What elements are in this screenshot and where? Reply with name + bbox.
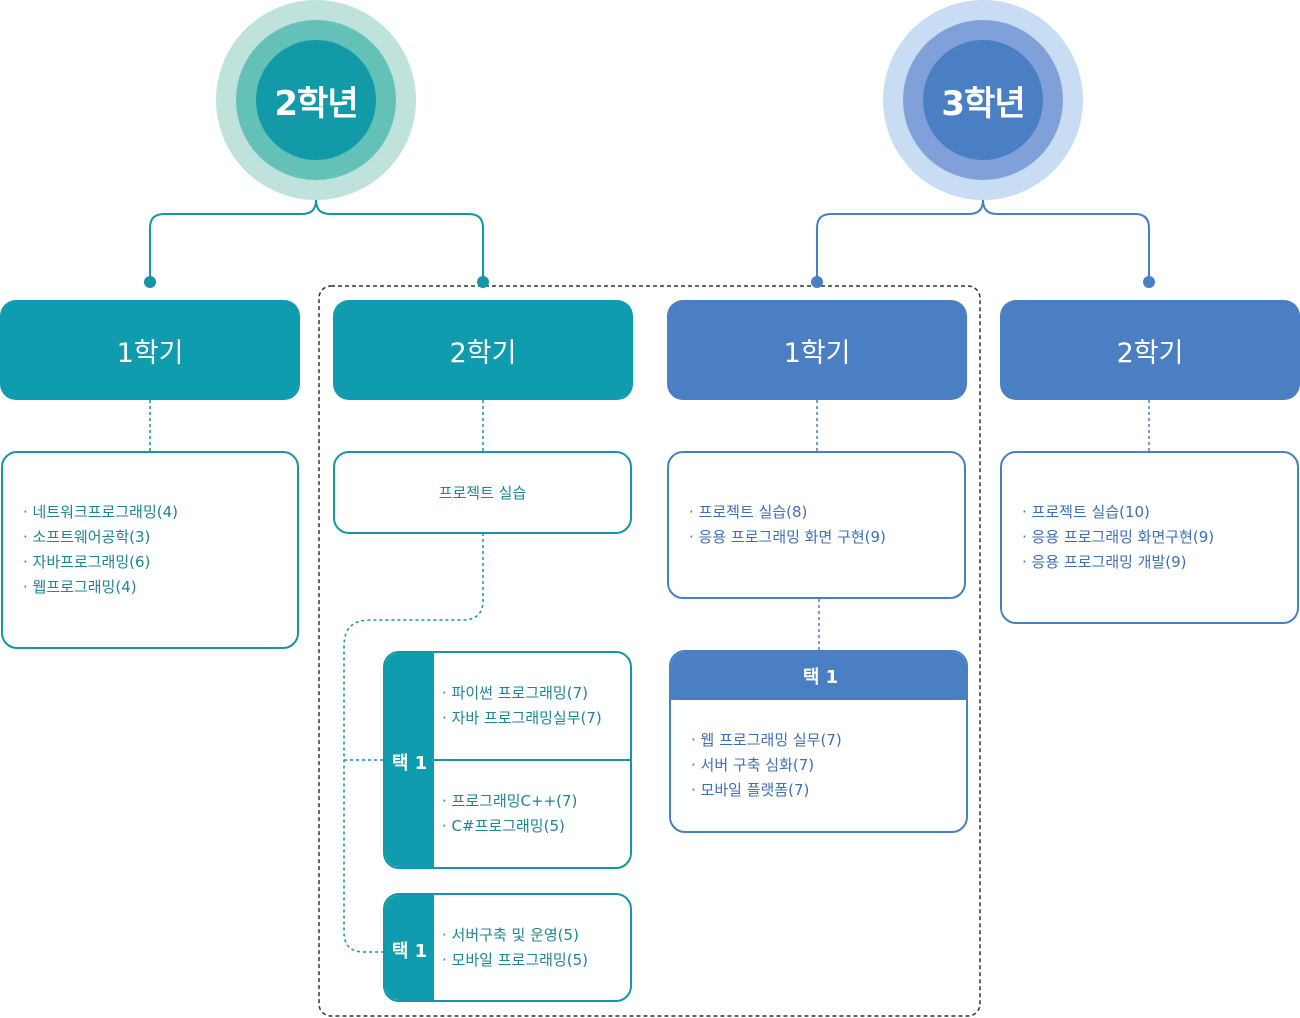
year3-sem1-course-box: 프로젝트 실습(8) 응용 프로그래밍 화면 구현(9) <box>667 451 966 599</box>
elective-tag: 택 1 <box>385 895 434 1000</box>
list-item: 프로그래밍C++(7) <box>442 789 578 814</box>
year3-sem2-dot <box>1143 276 1155 288</box>
list-item: 소프트웨어공학(3) <box>23 525 178 550</box>
y2s2-elective-connector <box>343 533 484 953</box>
year3-branch-line <box>816 160 1150 282</box>
elective-tag: 택 1 <box>671 652 966 700</box>
list-item: 서버 구축 심화(7) <box>691 753 842 778</box>
year2-sem1-dot <box>144 276 156 288</box>
list-item: 프로젝트 실습(8) <box>689 500 886 525</box>
list-item: 네트워크프로그래밍(4) <box>23 500 178 525</box>
year2-sem2-dot <box>477 276 489 288</box>
list-item: 응용 프로그래밍 화면 구현(9) <box>689 525 886 550</box>
list-item: 자바프로그래밍(6) <box>23 550 178 575</box>
year2-sem1-course-list: 네트워크프로그래밍(4) 소프트웨어공학(3) 자바프로그래밍(6) 웹프로그래… <box>3 500 178 600</box>
year3-sem1-header: 1학기 <box>667 300 967 400</box>
year2-sem2-elective-a: 택 1 파이썬 프로그래밍(7) 자바 프로그래밍실무(7) 프로그래밍C++(… <box>383 651 632 869</box>
year2-sem2-course-box: 프로젝트 실습 <box>333 451 632 534</box>
grouping-frame <box>318 285 981 1017</box>
year2-sem1-header: 1학기 <box>0 300 300 400</box>
list-item: 웹 프로그래밍 실무(7) <box>691 728 842 753</box>
list-item: 파이썬 프로그래밍(7) <box>442 681 602 706</box>
year2-title: 2학년 <box>256 40 376 160</box>
list-item: 프로젝트 실습(10) <box>1022 500 1214 525</box>
year2-sem2-header: 2학기 <box>333 300 633 400</box>
elective-group-1: 파이썬 프로그래밍(7) 자바 프로그래밍실무(7) <box>434 653 630 761</box>
year3-title: 3학년 <box>923 40 1043 160</box>
list-item: 모바일 프로그래밍(5) <box>442 948 588 973</box>
list-item: C#프로그래밍(5) <box>442 814 577 839</box>
list-item: 모바일 플랫폼(7) <box>691 778 842 803</box>
year2-sem2-elective-b: 택 1 서버구축 및 운영(5) 모바일 프로그래밍(5) <box>383 893 632 1002</box>
list-item: 서버구축 및 운영(5) <box>442 923 588 948</box>
year2-sem2-course: 프로젝트 실습 <box>438 484 527 502</box>
year3-badge: 3학년 <box>883 0 1083 200</box>
year3-sem1-dot <box>811 276 823 288</box>
list-item: 응용 프로그래밍 화면구현(9) <box>1022 525 1215 550</box>
list-item: 웹프로그래밍(4) <box>23 575 178 600</box>
year2-badge: 2학년 <box>216 0 416 200</box>
list-item: 응용 프로그래밍 개발(9) <box>1022 550 1214 575</box>
year2-sem1-course-box: 네트워크프로그래밍(4) 소프트웨어공학(3) 자바프로그래밍(6) 웹프로그래… <box>1 451 299 649</box>
year3-sem2-course-list: 프로젝트 실습(10) 응용 프로그래밍 화면구현(9) 응용 프로그래밍 개발… <box>1002 500 1215 575</box>
elective-tag: 택 1 <box>385 653 434 867</box>
year2-branch-line <box>149 160 484 282</box>
year3-sem1-course-list: 프로젝트 실습(8) 응용 프로그래밍 화면 구현(9) <box>669 500 886 550</box>
elective-group-2: 프로그래밍C++(7) C#프로그래밍(5) <box>434 761 630 867</box>
year3-sem2-course-box: 프로젝트 실습(10) 응용 프로그래밍 화면구현(9) 응용 프로그래밍 개발… <box>1000 451 1299 624</box>
year3-sem2-header: 2학기 <box>1000 300 1300 400</box>
year3-sem1-elective: 택 1 웹 프로그래밍 실무(7) 서버 구축 심화(7) 모바일 플랫폼(7) <box>669 650 968 833</box>
list-item: 자바 프로그래밍실무(7) <box>442 706 602 731</box>
